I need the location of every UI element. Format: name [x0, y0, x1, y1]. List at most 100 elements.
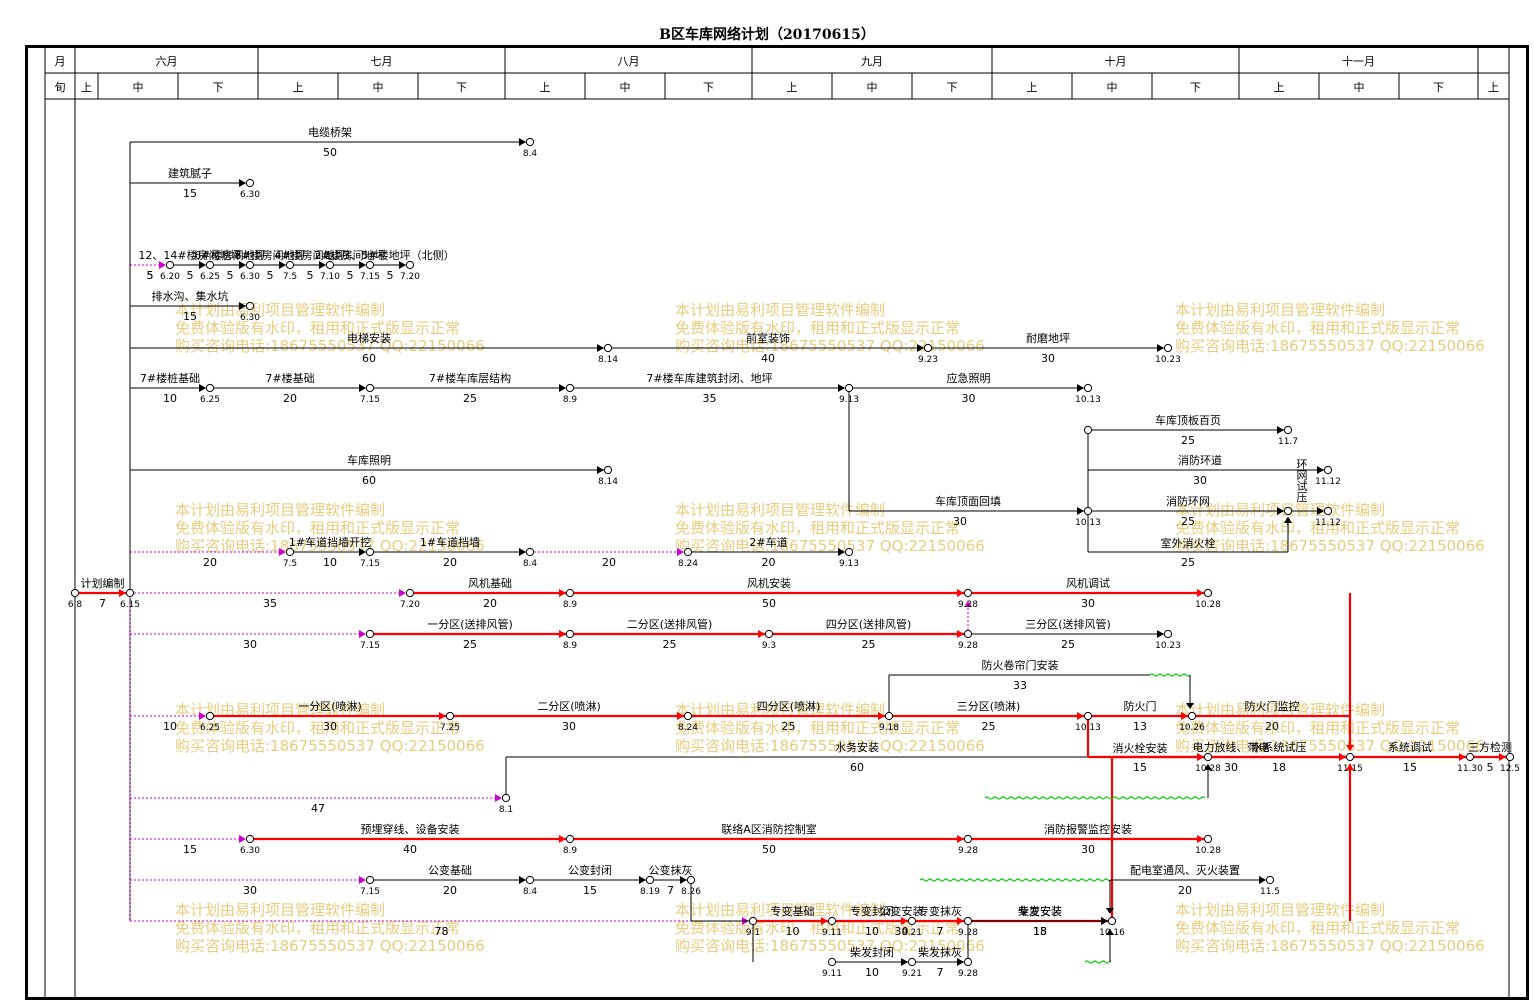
event-node [963, 834, 973, 844]
event-node [405, 588, 415, 598]
activity-duration: 30 [1224, 761, 1238, 774]
watermark-text: 本计划由易利项目管理软件编制 [175, 701, 385, 719]
chart-frame [25, 45, 1529, 1000]
activity-arrowhead [1157, 630, 1164, 638]
activity-arrowhead [1459, 753, 1466, 761]
activity-duration: 15 [1033, 925, 1047, 938]
event-node-date: 9.28 [958, 969, 978, 979]
event-node-date: 9.3 [762, 641, 776, 651]
dummy-arrowhead [279, 548, 286, 556]
event-node-date: 9.28 [958, 846, 978, 856]
free-float-line [1084, 960, 1111, 964]
period-label: 上 [81, 81, 92, 94]
activity-label: 1#车道挡墙 [420, 535, 480, 549]
activity-arrowhead [758, 630, 765, 638]
event-node-date: 10.28 [1195, 600, 1221, 610]
event-node-date: 6.30 [240, 313, 260, 323]
event-node [884, 711, 894, 721]
activity-arrowhead [957, 835, 964, 843]
activity-arrowhead [917, 344, 924, 352]
watermark-text: 本计划由易利项目管理软件编制 [1175, 301, 1385, 319]
event-node [205, 260, 215, 270]
activity-duration: 13 [1133, 720, 1147, 733]
activity-duration: 25 [663, 638, 677, 651]
activity-arrowhead [1106, 908, 1114, 914]
event-node [205, 711, 215, 721]
event-node [1283, 425, 1293, 435]
activity-arrowhead [1181, 712, 1188, 720]
activity-label: 车库照明 [347, 453, 391, 467]
activity-arrowhead [559, 835, 566, 843]
activity-arrowhead [359, 548, 366, 556]
activity-label: 电梯安装 [347, 331, 391, 345]
activity-arrowhead [559, 384, 566, 392]
event-node [565, 834, 575, 844]
event-node [844, 547, 854, 557]
event-node-date: 6.15 [120, 600, 140, 610]
activity-arrowhead [957, 630, 964, 638]
period-label: 上 [1027, 81, 1038, 94]
activity-label: 排水沟、集水坑 [152, 289, 229, 303]
event-node-date: 7 [1285, 518, 1291, 528]
event-node [686, 875, 696, 885]
event-node [1465, 752, 1475, 762]
event-node-date: 7.15 [360, 395, 380, 405]
activity-label: 风机基础 [468, 576, 512, 590]
activity-duration: 20 [1265, 720, 1279, 733]
event-node-date: 11.12 [1315, 477, 1341, 487]
dummy-arrowhead [495, 794, 502, 802]
activity-label: 7#楼桩基础 [140, 371, 200, 385]
period-label: 下 [456, 81, 467, 94]
period-label: 下 [703, 81, 714, 94]
month-label-header: 月 [55, 55, 66, 68]
event-node-date: 8.26 [681, 887, 701, 897]
activity-label: 消火栓安装 [1113, 741, 1168, 755]
activity-duration: 30 [562, 720, 576, 733]
event-node [1083, 711, 1093, 721]
event-node-date: 6.30 [240, 846, 260, 856]
event-node [245, 178, 255, 188]
dummy-duration: 15 [183, 843, 197, 856]
dummy-arrowhead [399, 589, 406, 597]
period-label: 中 [133, 81, 144, 94]
activity-label: 公变基础 [428, 863, 472, 877]
event-node-date: 6.20 [160, 272, 180, 282]
activity-label-char: 压 [1297, 491, 1308, 504]
period-label: 上 [1274, 81, 1285, 94]
event-node-date: 9.28 [958, 641, 978, 651]
activity-label: 消防环网 [1166, 494, 1210, 508]
activity-duration: 5 [147, 269, 154, 282]
month-label: 八月 [618, 55, 640, 68]
watermark-text: 免费体验版有水印，租用和正式版显示正常 [675, 719, 960, 737]
activity-duration: 30 [953, 515, 967, 528]
dummy-duration: 30 [243, 884, 257, 897]
event-node-date: 7.25 [440, 723, 460, 733]
event-node [1163, 343, 1173, 353]
activity-arrowhead [359, 384, 366, 392]
activity-duration: 7 [937, 966, 944, 979]
dummy-duration: 78 [435, 925, 449, 938]
watermark-text: 本计划由易利项目管理软件编制 [1175, 901, 1385, 919]
activity-label: 公变安装 [880, 904, 924, 918]
activity-duration: 50 [762, 843, 776, 856]
event-node-date: 8.14 [598, 477, 618, 487]
activity-label: 防火门 [1124, 699, 1157, 713]
dummy-duration: 47 [311, 802, 325, 815]
event-node [645, 875, 655, 885]
event-node-date: 9.13 [839, 395, 859, 405]
activity-duration: 5 [307, 269, 314, 282]
event-node-date: 10.28 [1195, 846, 1221, 856]
activity-duration: 25 [862, 638, 876, 651]
event-node [748, 916, 758, 926]
activity-arrowhead [838, 548, 845, 556]
activity-label: 系统调试 [1388, 741, 1432, 754]
event-node [285, 547, 295, 557]
activity-duration: 20 [1178, 884, 1192, 897]
event-node-date: 8.1 [499, 805, 513, 815]
activity-duration: 50 [323, 146, 337, 159]
event-node [907, 957, 917, 967]
activity-arrowhead [901, 958, 908, 966]
activity-duration: 5 [387, 269, 394, 282]
activity-duration: 5 [347, 269, 354, 282]
watermark-text: 免费体验版有水印，租用和正式版显示正常 [175, 919, 460, 937]
